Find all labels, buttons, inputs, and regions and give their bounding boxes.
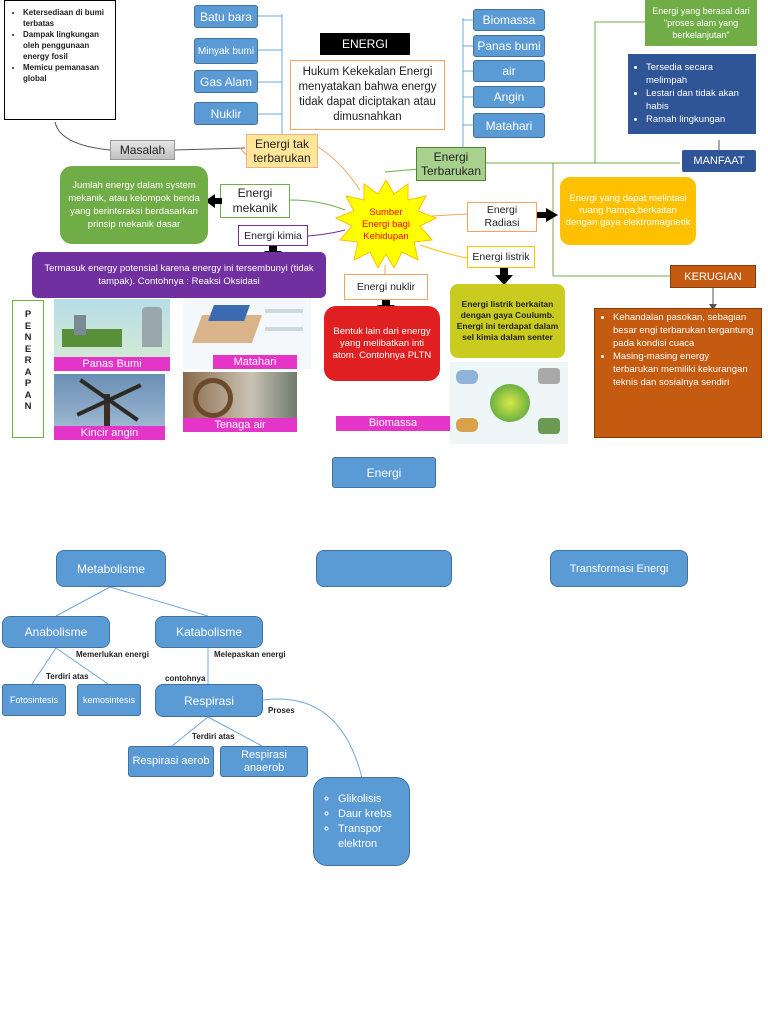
label-memerlukan: Memerlukan energi xyxy=(76,650,149,659)
tak-item-gas-alam: Gas Alam xyxy=(194,70,258,93)
respirasi-anaerob: Respirasi anaerob xyxy=(220,746,308,777)
arrow-left-mekanik xyxy=(205,194,215,208)
pic-caption: Tenaga air xyxy=(183,418,297,432)
energi-mekanik-def: Jumlah energy dalam system mekanik, atau… xyxy=(60,166,208,244)
energi-root: Energi xyxy=(332,457,436,488)
label-terdiri-atas-2: Terdiri atas xyxy=(192,732,235,741)
masalah-item: Dampak lingkungan oleh penggunaan energy… xyxy=(23,29,111,62)
tak-item-batu-bara: Batu bara xyxy=(194,5,258,28)
manfaat-list-box: Tersedia secara melimpah Lestari dan tid… xyxy=(628,54,756,134)
masalah-item: Ketersediaan di bumi terbatas xyxy=(23,7,111,29)
manfaat-item: Lestari dan tidak akan habis xyxy=(646,87,752,113)
masalah-item: Memicu pemanasan global xyxy=(23,62,111,84)
pic-matahari: Matahari xyxy=(183,299,311,369)
anabolisme: Anabolisme xyxy=(2,616,110,648)
energi-nuklir: Energi nuklir xyxy=(344,274,428,300)
pic-kincir-angin: Kincir angin xyxy=(54,374,165,440)
energi-kimia-def: Termasuk energy potensial karena energy … xyxy=(32,252,326,298)
label-proses: Proses xyxy=(268,706,295,715)
tak-item-minyak-bumi: Minyak bumi xyxy=(194,38,258,64)
label-contohnya: contohnya xyxy=(165,674,206,683)
manfaat-item: Ramah lingkungan xyxy=(646,113,752,126)
sumber-energi-sun: Sumber Energi bagi Kehidupan xyxy=(334,178,438,270)
arrow-down-listrik xyxy=(495,275,513,285)
definisi-terbarukan: Energi yang berasal dari "proses alam ya… xyxy=(645,0,757,46)
arrow-left-mekanik-stem xyxy=(214,198,222,204)
kerugian-item: Masing-masing energy terbarukan memiliki… xyxy=(613,350,757,389)
arrow-down-listrik-stem xyxy=(500,268,508,276)
kerugian-label: KERUGIAN xyxy=(670,265,756,288)
proses-item: Glikolisis xyxy=(338,792,405,807)
pic-caption-biomassa: Biomassa xyxy=(336,416,450,431)
katabolisme: Katabolisme xyxy=(155,616,263,648)
respirasi-aerob: Respirasi aerob xyxy=(128,746,214,777)
arrow-down-kimia xyxy=(269,246,277,252)
transformasi-energi: Transformasi Energi xyxy=(550,550,688,587)
ter-item-air: air xyxy=(473,60,545,82)
penerapan-label: PENERAPAN xyxy=(12,300,44,438)
arrow-right-radiasi-stem xyxy=(537,212,547,218)
energi-nuklir-def: Bentuk lain dari energy yang melibatkan … xyxy=(324,306,440,381)
energi-listrik-def: Energi listrik berkaitan dengan gaya Cou… xyxy=(450,284,565,358)
masalah-list-box: Ketersediaan di bumi terbatas Dampak lin… xyxy=(4,0,116,120)
metabolisme: Metabolisme xyxy=(56,550,166,587)
pic-biomassa-cycle xyxy=(450,362,568,444)
energi-listrik: Energi listrik xyxy=(467,246,535,268)
proses-item: Daur krebs xyxy=(338,807,405,822)
manfaat-item: Tersedia secara melimpah xyxy=(646,61,752,87)
ter-item-matahari: Matahari xyxy=(473,113,545,138)
label-terdiri-atas: Terdiri atas xyxy=(46,672,89,681)
kerugian-item: Kehandalan pasokan, sebagian besar engi … xyxy=(613,311,757,350)
respirasi: Respirasi xyxy=(155,684,263,717)
energi-radiasi: Energi Radiasi xyxy=(467,202,537,232)
energi-radiasi-def: Energi yang dapat melintasi ruang hampa,… xyxy=(560,177,696,245)
energi-mekanik: Energi mekanik xyxy=(220,184,290,218)
empty-node xyxy=(316,550,452,587)
kerugian-list-box: Kehandalan pasokan, sebagian besar engi … xyxy=(594,308,762,438)
sumber-energi-label: Sumber Energi bagi Kehidupan xyxy=(361,207,411,242)
energi-tak-terbarukan: Energi tak terbarukan xyxy=(246,134,318,168)
penerapan-text: PENERAPAN xyxy=(24,309,32,412)
ter-item-angin: Angin xyxy=(473,86,545,108)
arrow-right-radiasi xyxy=(546,208,558,222)
masalah-label: Masalah xyxy=(110,140,175,160)
hukum-kekekalan-energi: Hukum Kekekalan Energi menyatakan bahwa … xyxy=(290,60,445,130)
pic-caption: Panas Bumi xyxy=(54,357,170,371)
pic-caption: Kincir angin xyxy=(54,426,165,440)
fotosintesis: Fotosintesis xyxy=(2,684,66,716)
ter-item-biomassa: Biomassa xyxy=(473,9,545,31)
pic-tenaga-air: Tenaga air xyxy=(183,372,297,432)
label-melepaskan: Melepaskan energi xyxy=(214,650,286,659)
energi-terbarukan: Energi Terbarukan xyxy=(416,147,486,181)
tak-item-nuklir: Nuklir xyxy=(194,102,258,125)
kemosintesis: kemosintesis xyxy=(77,684,141,716)
energi-header: ENERGI xyxy=(320,33,410,55)
ter-item-panas-bumi: Panas bumi xyxy=(473,35,545,57)
proses-item: Transpor elektron xyxy=(338,822,405,852)
proses-list-box: Glikolisis Daur krebs Transpor elektron xyxy=(313,777,410,866)
manfaat-label: MANFAAT xyxy=(682,150,756,172)
arrow-down-nuklir-stem xyxy=(382,300,390,306)
energi-kimia: Energi kimia xyxy=(238,225,308,246)
pic-panas-bumi: Panas Bumi xyxy=(54,299,170,371)
pic-caption: Matahari xyxy=(213,355,297,369)
